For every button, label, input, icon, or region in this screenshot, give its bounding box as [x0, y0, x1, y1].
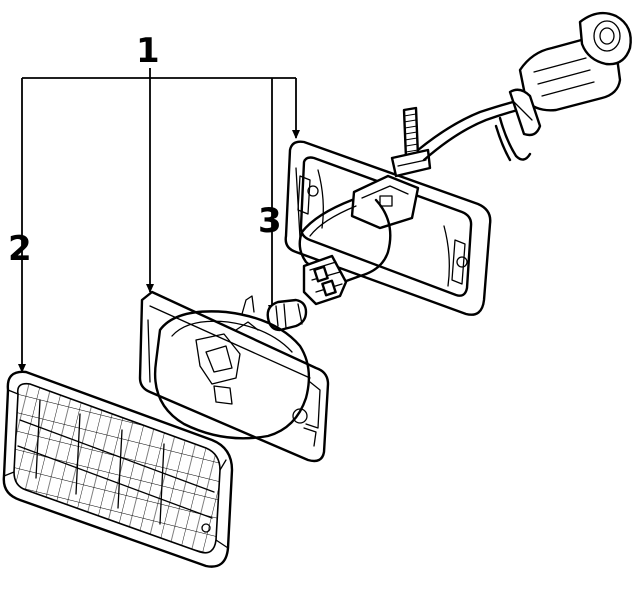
reflector	[138, 290, 330, 463]
bulb	[266, 298, 308, 332]
bulb-socket	[302, 254, 348, 306]
harness-connector	[508, 11, 632, 137]
leader-lines	[18, 68, 300, 373]
mounting-stud	[390, 106, 432, 178]
callout-3: 3	[258, 201, 282, 241]
bulb-wires	[298, 198, 392, 286]
callout-2: 2	[8, 229, 32, 269]
callout-1: 1	[136, 31, 160, 71]
lens	[2, 370, 234, 568]
lamp-housing	[284, 140, 492, 316]
